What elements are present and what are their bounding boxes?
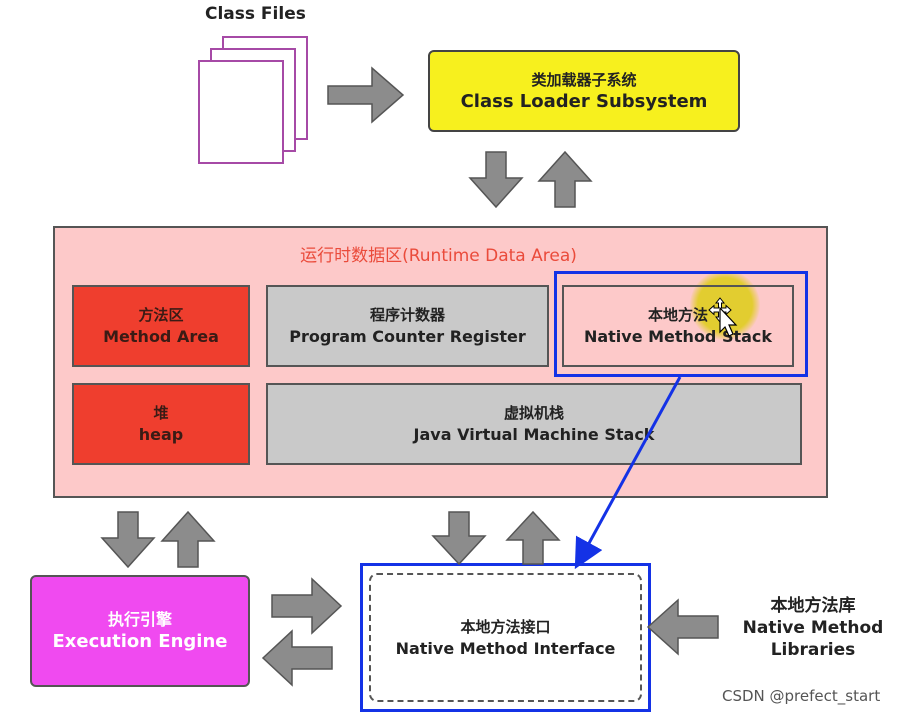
arrow-left-icon bbox=[646, 598, 719, 656]
native-method-interface-dashed-box: 本地方法接口 Native Method Interface bbox=[369, 573, 642, 702]
native-method-interface-en: Native Method Interface bbox=[395, 638, 616, 658]
native-method-interface-cn: 本地方法接口 bbox=[460, 617, 551, 636]
method-area-block[interactable]: 方法区 Method Area bbox=[72, 285, 250, 367]
arrow-right-icon bbox=[327, 66, 405, 124]
native-method-stack-en: Native Method Stack bbox=[583, 327, 773, 346]
arrow-up-icon bbox=[505, 510, 561, 565]
method-area-cn: 方法区 bbox=[138, 306, 184, 324]
method-area-en: Method Area bbox=[103, 327, 219, 346]
jvm-stack-block[interactable]: 虚拟机栈 Java Virtual Machine Stack bbox=[266, 383, 802, 465]
execution-engine-cn: 执行引擎 bbox=[107, 610, 172, 629]
native-method-stack-highlight bbox=[554, 271, 808, 377]
execution-engine-block[interactable]: 执行引擎 Execution Engine bbox=[30, 575, 250, 687]
move-cursor-icon bbox=[708, 297, 738, 337]
pc-register-en: Program Counter Register bbox=[289, 327, 526, 346]
native-method-libraries-cn: 本地方法库 bbox=[770, 596, 856, 616]
jvm-stack-cn: 虚拟机栈 bbox=[503, 404, 564, 422]
native-method-libraries-en2: Libraries bbox=[770, 640, 856, 660]
heap-en: heap bbox=[138, 425, 184, 444]
arrow-down-icon bbox=[100, 511, 156, 569]
native-method-interface-block[interactable]: 本地方法接口 Native Method Interface bbox=[360, 563, 651, 712]
arrow-down-icon bbox=[431, 511, 487, 566]
arrow-right-icon bbox=[271, 577, 343, 635]
program-counter-register-block[interactable]: 程序计数器 Program Counter Register bbox=[266, 285, 549, 367]
heap-block[interactable]: 堆 heap bbox=[72, 383, 250, 465]
class-loader-cn: 类加载器子系统 bbox=[531, 71, 637, 89]
class-loader-en: Class Loader Subsystem bbox=[460, 91, 708, 112]
native-method-libraries[interactable]: 本地方法库 Native Method Libraries bbox=[728, 595, 898, 661]
jvm-stack-en: Java Virtual Machine Stack bbox=[413, 425, 655, 444]
arrow-up-icon bbox=[537, 150, 593, 208]
arrow-down-icon bbox=[468, 151, 524, 209]
pc-register-cn: 程序计数器 bbox=[369, 306, 445, 324]
native-method-stack-cn: 本地方法 bbox=[647, 306, 708, 324]
class-file-sheet bbox=[198, 60, 284, 164]
watermark: CSDN @prefect_start bbox=[722, 687, 881, 705]
native-method-libraries-en1: Native Method bbox=[742, 618, 884, 638]
execution-engine-en: Execution Engine bbox=[52, 631, 228, 652]
heap-cn: 堆 bbox=[153, 404, 169, 422]
arrow-up-icon bbox=[160, 510, 216, 568]
arrow-left-icon bbox=[261, 629, 333, 687]
native-method-stack-block[interactable]: 本地方法 Native Method Stack bbox=[562, 285, 794, 367]
native-stack-link-arrow bbox=[574, 376, 682, 570]
class-loader-subsystem[interactable]: 类加载器子系统 Class Loader Subsystem bbox=[428, 50, 740, 132]
class-files-label: Class Files bbox=[205, 4, 306, 24]
runtime-data-area-title: 运行时数据区(Runtime Data Area) bbox=[300, 246, 577, 266]
